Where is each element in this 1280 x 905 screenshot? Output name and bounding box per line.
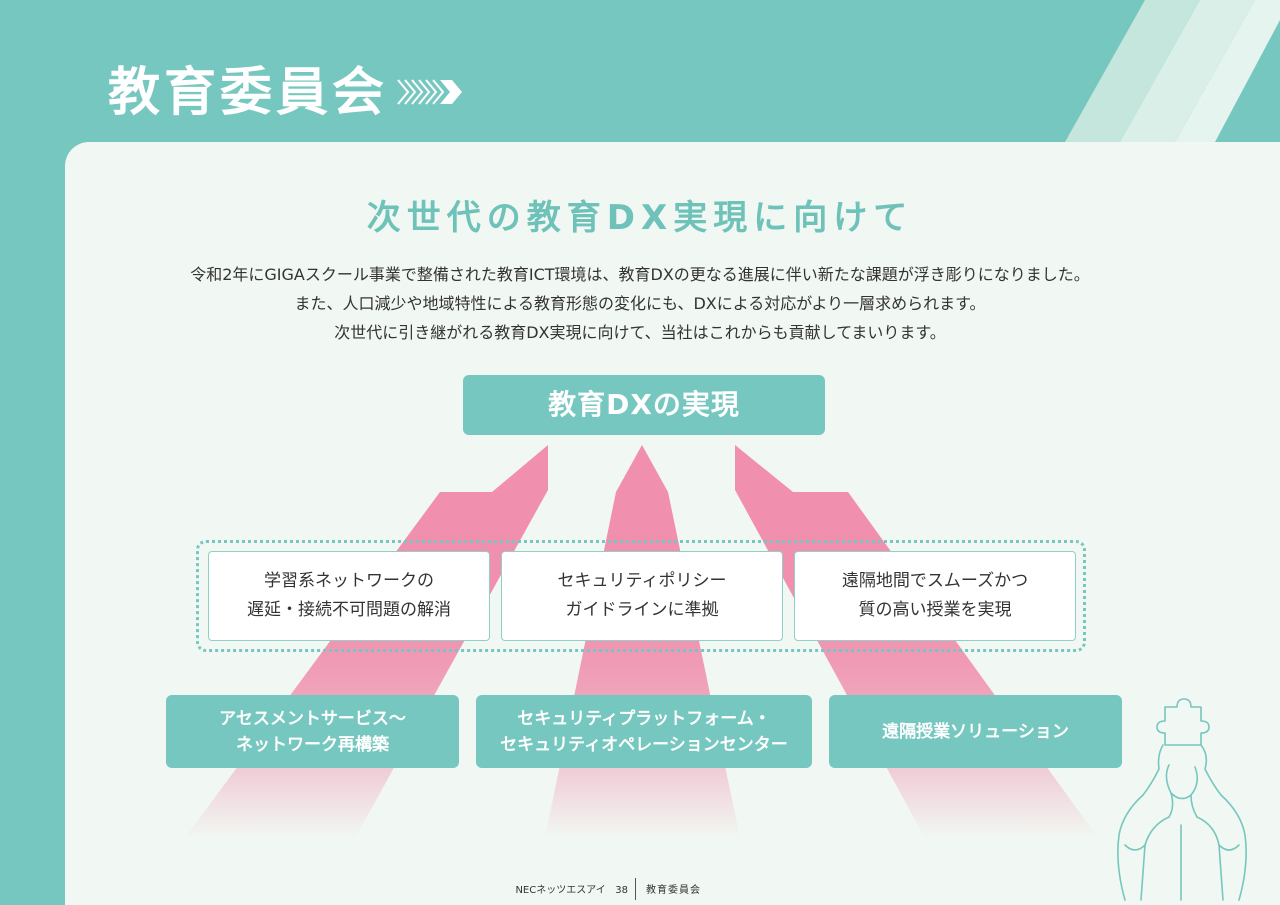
solution-line: セキュリティプラットフォーム・ [517,708,771,729]
footer-divider [635,878,636,900]
goal-box: 教育DXの実現 [463,375,825,435]
solution-line: アセスメントサービス〜 [219,708,406,729]
footer-company-page: NECネッツエスアイ 38 [515,881,628,896]
page-title: 教育委員会 [108,63,389,123]
issue-line: 質の高い授業を実現 [858,600,1012,620]
intro-text: 令和2年にGIGAスクール事業で整備された教育ICT環境は、教育DXの更なる進展… [140,260,1140,347]
footer: NECネッツエスアイ 38 教育委員会 [0,878,1280,900]
chevron-right-icon [397,79,462,105]
issue-line: ガイドラインに準拠 [565,600,719,620]
header-stripes-decoration [1065,0,1280,142]
intro-line: また、人口減少や地域特性による教育形態の変化にも、DXによる対応がより一層求めら… [294,294,986,313]
solution-line: ネットワーク再構築 [236,734,389,755]
issue-line: 学習系ネットワークの [264,571,434,591]
solution-box: セキュリティプラットフォーム・ セキュリティオペレーションセンター [476,695,812,768]
solution-box: アセスメントサービス〜 ネットワーク再構築 [166,695,459,768]
page-number: 38 [615,885,628,896]
person-puzzle-illustration [1117,698,1247,901]
issues-frame [196,540,1086,652]
issue-box: 学習系ネットワークの 遅延・接続不可問題の解消 [208,551,490,641]
solution-line: 遠隔授業ソリューション [882,721,1069,742]
footer-section: 教育委員会 [646,885,701,896]
issue-line: セキュリティポリシー [557,571,727,591]
issue-box: 遠隔地間でスムーズかつ 質の高い授業を実現 [794,551,1076,641]
headline: 次世代の教育DX実現に向けて [366,198,914,238]
intro-line: 令和2年にGIGAスクール事業で整備された教育ICT環境は、教育DXの更なる進展… [190,265,1090,284]
issue-box: セキュリティポリシー ガイドラインに準拠 [501,551,783,641]
solution-line: セキュリティオペレーションセンター [500,734,788,755]
issue-line: 遅延・接続不可問題の解消 [247,600,451,620]
footer-company: NECネッツエスアイ [515,885,606,896]
issue-line: 遠隔地間でスムーズかつ [841,571,1029,591]
intro-line: 次世代に引き継がれる教育DX実現に向けて、当社はこれからも貢献してまいります。 [334,323,946,342]
solution-box: 遠隔授業ソリューション [829,695,1122,768]
